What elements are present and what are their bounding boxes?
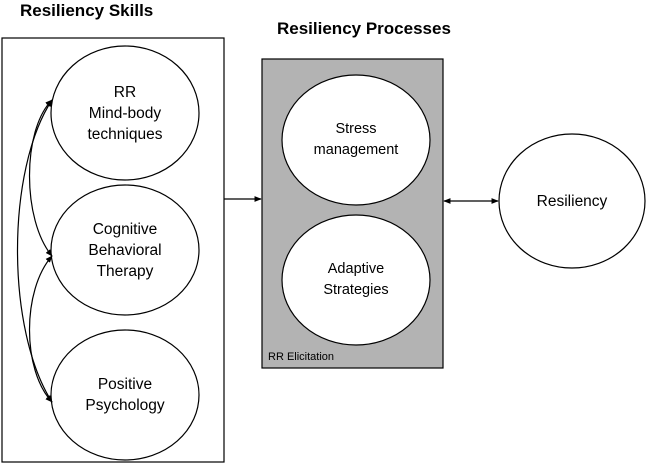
skill-link-1-3 [16, 99, 53, 403]
skill-link-2-3 [28, 255, 53, 403]
skill-link-1-2 [28, 99, 53, 257]
process-node-adaptive-strategies [281, 214, 431, 346]
outcome-label-resiliency: Resiliency [536, 192, 608, 210]
process-node-stress-management [281, 74, 431, 206]
process-box-label: RR Elicitation [268, 351, 335, 363]
header-resiliency-skills: Resiliency Skills [20, 1, 154, 20]
outcome-node-resiliency [498, 133, 646, 269]
header-resiliency-processes: Resiliency Processes [277, 19, 451, 38]
